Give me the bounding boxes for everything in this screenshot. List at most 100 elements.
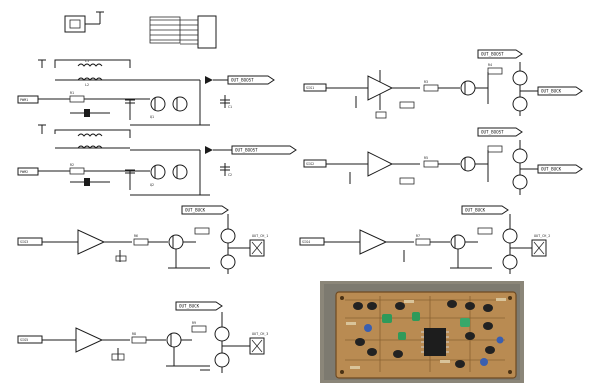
resistor-icon xyxy=(131,336,147,344)
transistor-icon xyxy=(512,148,528,164)
resistor-icon xyxy=(487,67,503,75)
transistor-label: Q2 xyxy=(150,183,154,187)
transistor-icon xyxy=(220,254,236,270)
output-connector-label: OUT_CH_2 xyxy=(534,234,550,238)
dip-ic-chip xyxy=(424,328,446,356)
inductor-icon xyxy=(77,77,103,81)
resistor-label: R3 xyxy=(424,80,428,84)
dip-ic-pins xyxy=(421,331,449,353)
pcb-transistors xyxy=(353,300,495,368)
op-amp-icon xyxy=(77,229,106,255)
resistor-label: R9 xyxy=(192,321,196,325)
net-tag xyxy=(175,301,223,311)
transistor-icon xyxy=(512,70,528,86)
output-connector-label: OUT_CH_3 xyxy=(252,332,268,336)
net-tag-label: OUT_BOOST xyxy=(481,52,504,57)
net-tag-label: OUT_BOOST xyxy=(481,130,504,135)
pushpull-stage-1: SIG1 R3 R4 OUT_BOOST OUT_BUCK xyxy=(303,49,583,119)
inductor-icon xyxy=(77,133,103,137)
resistor-icon xyxy=(423,160,439,168)
net-tag xyxy=(537,86,583,96)
output-connector-label: OUT_CH_1 xyxy=(252,234,268,238)
resistor-label: R6 xyxy=(134,234,138,238)
net-tag xyxy=(477,49,523,59)
resistor-label: R8 xyxy=(132,332,136,336)
transistor-icon xyxy=(502,228,518,244)
resistor-label: R4 xyxy=(488,63,492,67)
net-tag-label: OUT_BUCK xyxy=(541,167,562,172)
resistor-icon xyxy=(69,95,85,103)
op-amp-icon xyxy=(359,229,388,255)
transistor-icon xyxy=(168,234,184,250)
net-tag xyxy=(227,75,275,85)
resistor-icon xyxy=(191,325,207,333)
net-tag xyxy=(537,164,583,174)
inductor-label: L2 xyxy=(85,83,89,87)
transistor-icon xyxy=(214,352,230,368)
transistor-icon xyxy=(150,164,166,180)
diode-icon xyxy=(205,76,213,84)
transistor-label: Q1 xyxy=(150,115,154,119)
resistor-icon xyxy=(69,167,85,175)
transistor-icon xyxy=(172,164,188,180)
ground-symbol xyxy=(375,111,387,119)
net-tag-label: OUT_BUCK xyxy=(179,304,200,309)
resistor-icon xyxy=(133,238,149,246)
pcb-photo xyxy=(320,281,524,383)
net-tag-label: OUT_BUCK xyxy=(465,208,486,213)
output-connector-icon xyxy=(531,239,547,257)
transistor-icon xyxy=(150,96,166,112)
op-amp-icon xyxy=(367,151,394,177)
resistor-label: R1 xyxy=(70,91,74,95)
input-port-label: SIG3 xyxy=(20,240,28,244)
net-tag xyxy=(461,205,509,215)
pcb-resistors xyxy=(346,298,506,369)
resistor-label: R2 xyxy=(70,163,74,167)
ground-symbol xyxy=(115,255,127,262)
input-port-label: SIG4 xyxy=(302,240,310,244)
pin-header xyxy=(197,15,217,49)
net-tag xyxy=(181,205,229,215)
diode-icon xyxy=(205,146,213,154)
capacitor-label: C2 xyxy=(228,173,232,177)
resistor-icon xyxy=(487,145,503,153)
op-amp-icon xyxy=(75,327,104,353)
header-label-box xyxy=(149,16,181,44)
inductor-icon xyxy=(77,63,103,67)
resistor-icon xyxy=(415,238,431,246)
transistor-icon xyxy=(166,332,182,348)
header-block xyxy=(64,11,217,49)
transistor-icon xyxy=(172,96,188,112)
capacitor-label: C1 xyxy=(228,105,232,109)
boost-stage-2: PWM2 R2 Q2 C2 OUT_BOOST xyxy=(17,124,297,196)
net-tag xyxy=(477,127,523,137)
resistor-label: R7 xyxy=(416,234,420,238)
driver-stage-c: SIG5 R8 R9 OUT_BUCK OUT_CH_3 xyxy=(17,301,268,373)
resistor-icon xyxy=(194,227,210,235)
driver-stage-b: SIG4 R7 OUT_BUCK OUT_CH_2 xyxy=(299,205,550,274)
resistor-icon xyxy=(423,84,439,92)
net-tag-label: OUT_BOOST xyxy=(231,78,254,83)
inductor-loop-1 xyxy=(54,59,131,68)
output-connector-icon xyxy=(249,337,265,355)
transistor-icon xyxy=(214,326,230,342)
pcb-mounting-holes xyxy=(340,296,512,374)
resistor-icon xyxy=(399,177,415,185)
transistor-icon xyxy=(460,80,476,96)
transistor-icon xyxy=(220,228,236,244)
transistor-icon xyxy=(502,254,518,270)
net-tag-label: OUT_BOOST xyxy=(235,148,258,153)
output-connector-icon xyxy=(249,239,265,257)
power-jack-inner xyxy=(69,19,81,29)
pushpull-stage-2: SIG2 R5 OUT_BOOST OUT_BUCK xyxy=(303,127,583,195)
ground-symbol xyxy=(111,353,125,361)
input-port-label: PWM1 xyxy=(20,98,28,102)
resistor-label: R5 xyxy=(424,156,428,160)
input-port-label: SIG5 xyxy=(20,338,28,342)
pcb-capacitors-green xyxy=(382,312,470,340)
pcb-capacitors-blue xyxy=(364,324,504,366)
boost-stage-1: L1 L2 PWM1 R1 Q1 C1 OUT_BOOST xyxy=(17,59,275,126)
input-port-label: SIG2 xyxy=(306,162,314,166)
